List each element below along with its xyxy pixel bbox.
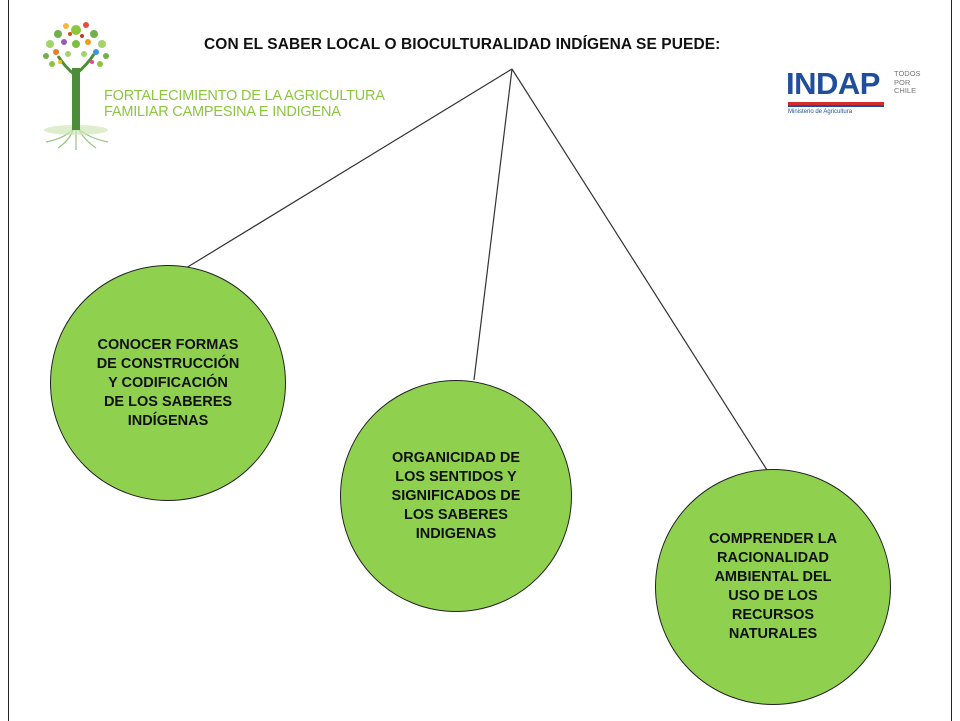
- indap-brand: INDAP: [786, 66, 880, 101]
- node-label-line: DE LOS SABERES: [103, 393, 233, 410]
- node-label: COMPRENDER LA RACIONALIDAD AMBIENTAL DEL…: [709, 530, 837, 644]
- node-label-line: RECURSOS: [731, 607, 815, 623]
- node-label-line: RACIONALIDAD: [717, 550, 829, 566]
- indap-tagline-line: CHILE: [894, 86, 917, 95]
- node-circle-2: ORGANICIDAD DE LOS SENTIDOS Y SIGNIFICAD…: [340, 380, 572, 612]
- node-label-line: AMBIENTAL DEL: [714, 569, 832, 585]
- indap-tagline-line: TODOS: [894, 69, 921, 78]
- node-label: ORGANICIDAD DE LOS SENTIDOS Y SIGNIFICAD…: [392, 449, 521, 544]
- node-label-line: COMPRENDER LA: [708, 531, 838, 547]
- node-label-line: INDÍGENAS: [127, 412, 209, 429]
- indap-tagline: TODOS POR CHILE: [894, 69, 934, 96]
- indap-ministry: Ministerio de Agricultura: [788, 109, 853, 115]
- program-name-line: FORTALECIMIENTO DE LA AGRICULTURA: [104, 88, 385, 104]
- program-name-line: FAMILIAR CAMPESINA E INDIGENA: [104, 104, 341, 120]
- node-label-line: LOS SENTIDOS Y: [395, 468, 517, 485]
- node-circle-1: CONOCER FORMAS DE CONSTRUCCIÓN Y CODIFIC…: [50, 265, 286, 501]
- node-label-line: NATURALES: [728, 626, 818, 642]
- node-label-line: SIGNIFICADOS DE: [391, 487, 521, 504]
- indap-tagline-line: POR: [894, 77, 911, 87]
- node-label-line: USO DE LOS: [728, 588, 818, 604]
- node-label-line: DE CONSTRUCCIÓN: [96, 355, 240, 372]
- indap-accent-bar: [788, 105, 884, 107]
- node-label-line: INDIGENAS: [415, 525, 497, 542]
- node-label-line: ORGANICIDAD DE: [391, 449, 521, 466]
- indap-accent-bar: [788, 102, 884, 105]
- node-label-line: Y CODIFICACIÓN: [108, 374, 228, 391]
- program-name: FORTALECIMIENTO DE LA AGRICULTURA FAMILI…: [104, 88, 434, 120]
- indap-logo: INDAP Ministerio de Agricultura TODOS PO…: [786, 66, 936, 124]
- connector-line-3: [511, 68, 768, 471]
- node-label: CONOCER FORMAS DE CONSTRUCCIÓN Y CODIFIC…: [97, 336, 240, 431]
- diagram-title: CON EL SABER LOCAL O BIOCULTURALIDAD IND…: [204, 36, 721, 53]
- node-label-line: LOS SABERES: [404, 506, 508, 523]
- node-label-line: CONOCER FORMAS: [97, 336, 239, 353]
- node-circle-3: COMPRENDER LA RACIONALIDAD AMBIENTAL DEL…: [655, 469, 891, 705]
- connector-line-1: [185, 68, 513, 269]
- connector-line-2: [473, 68, 513, 381]
- tree-logo-icon: [43, 22, 109, 150]
